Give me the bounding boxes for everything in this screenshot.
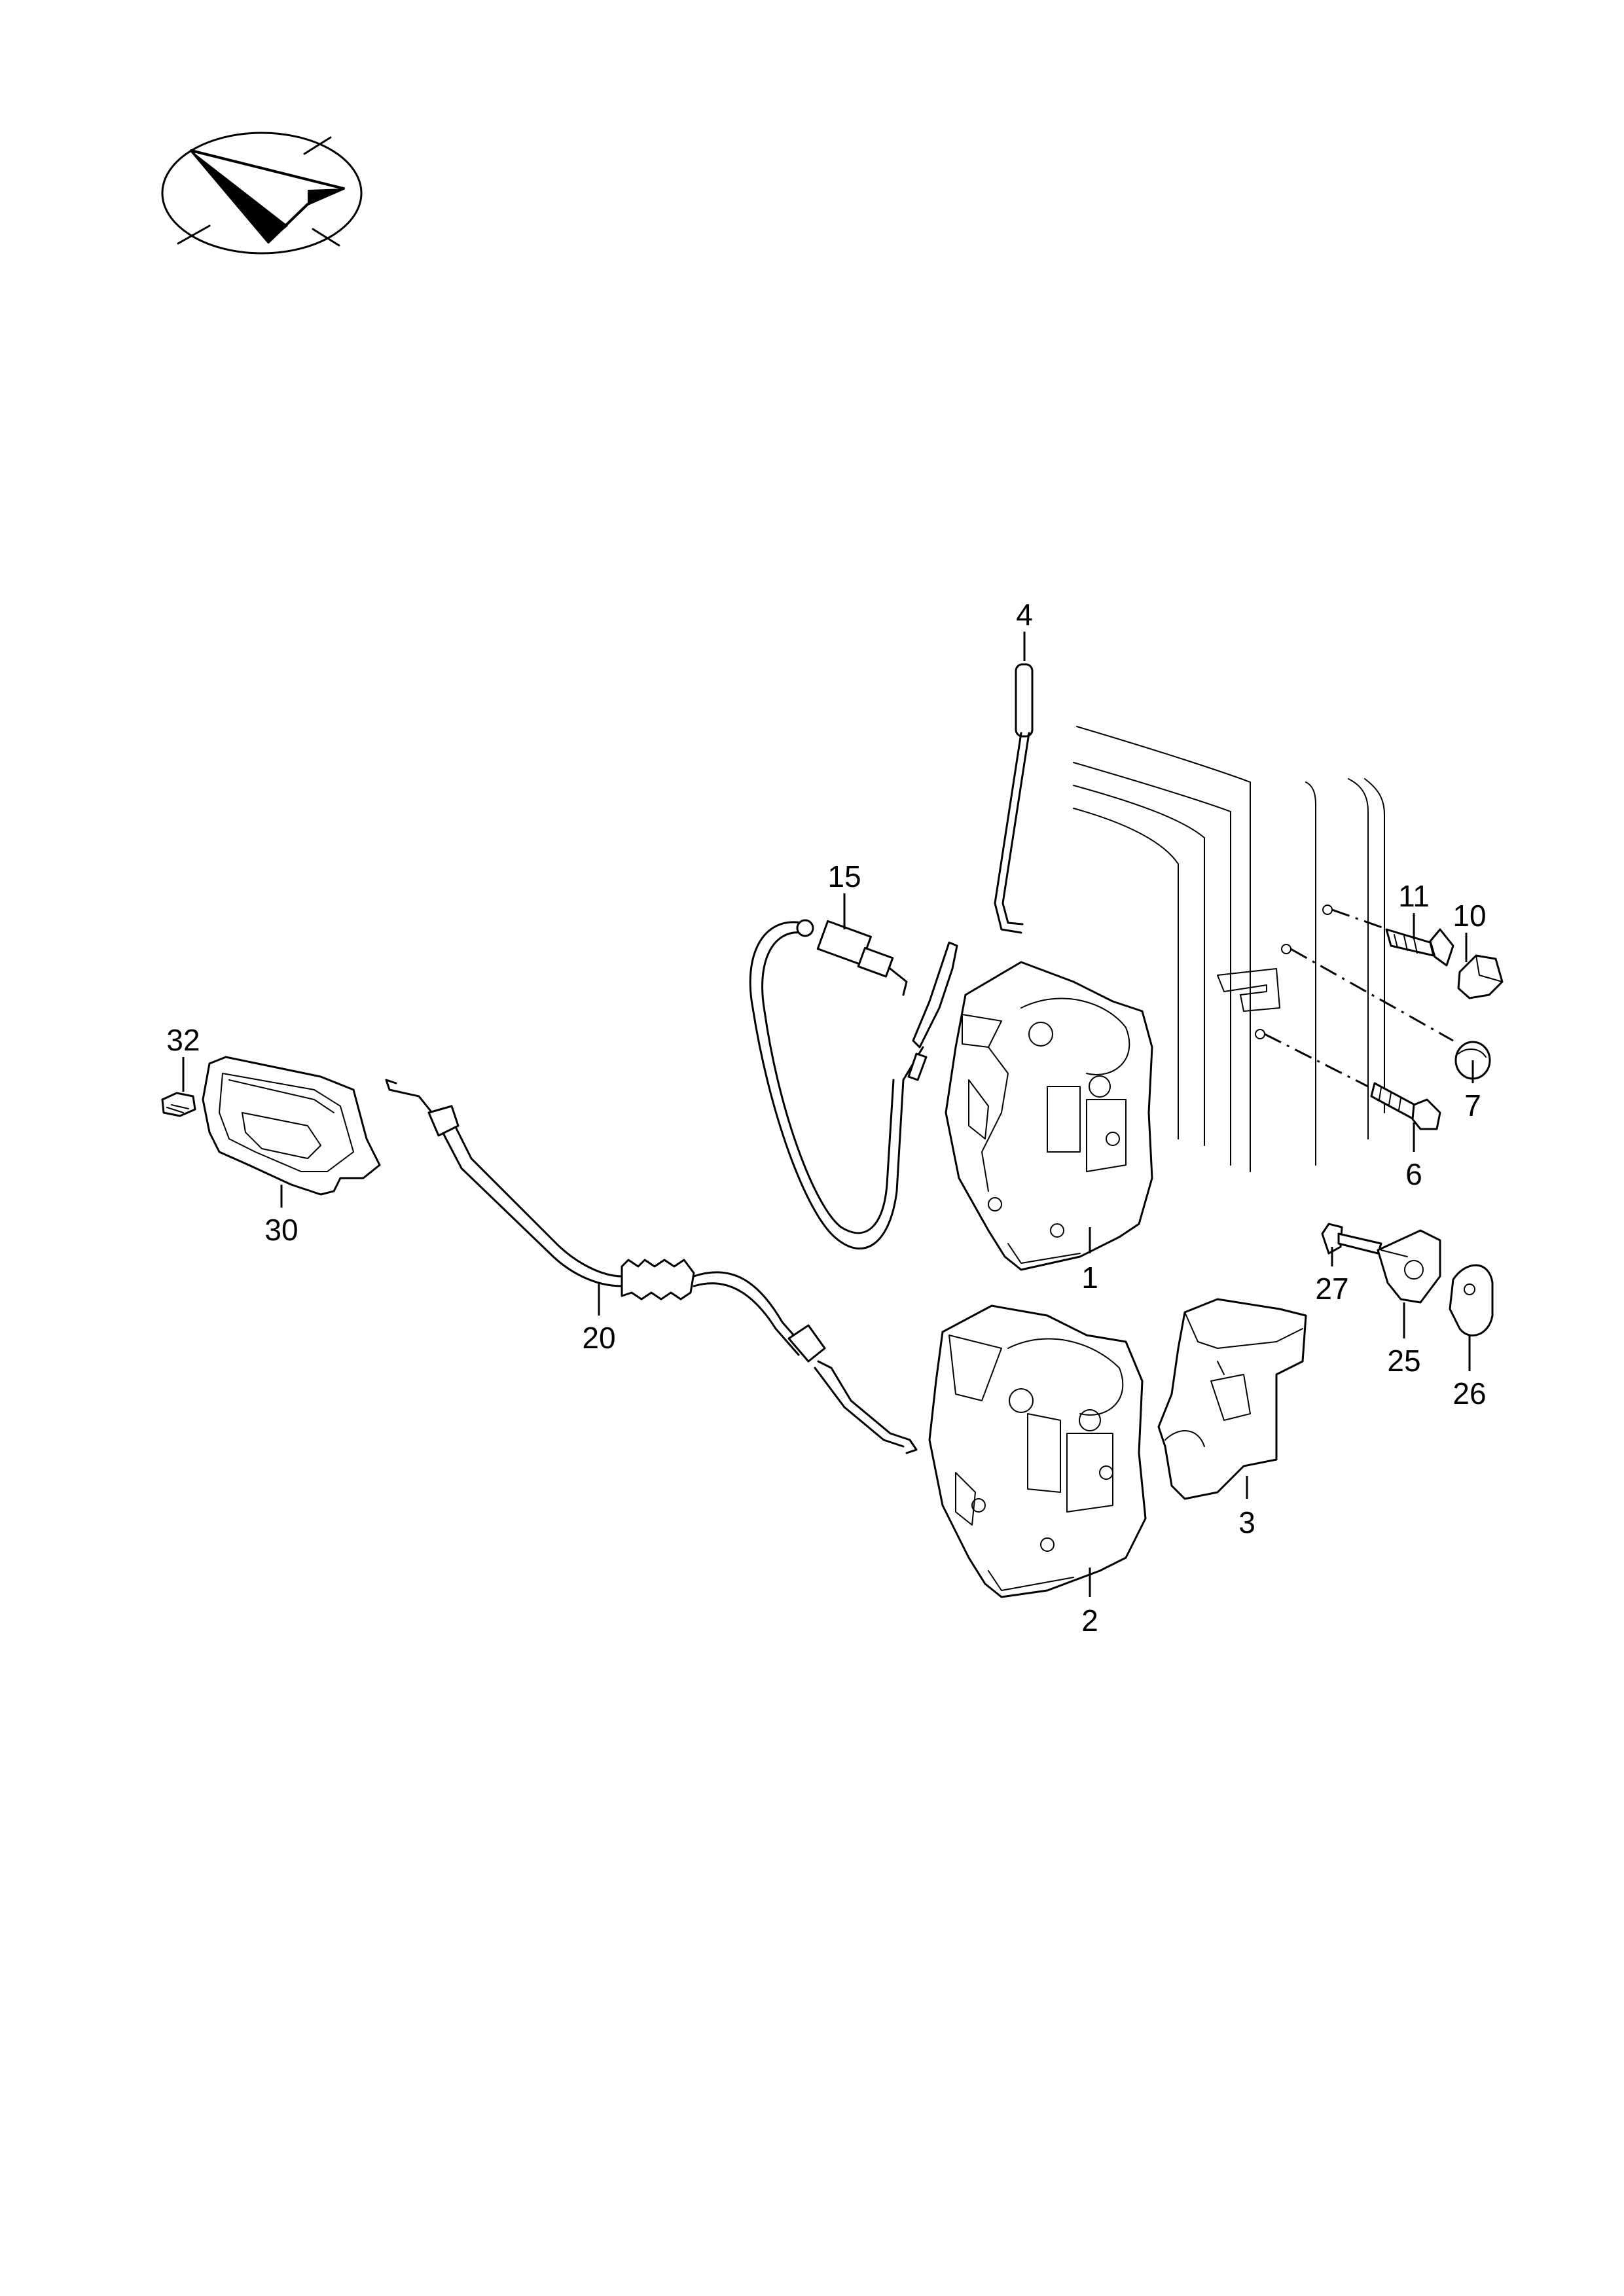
callout-10: 10 — [1453, 899, 1486, 933]
door-lock-lower — [928, 1304, 1147, 1598]
callout-25: 25 — [1387, 1344, 1420, 1378]
bolt-6 — [1370, 1082, 1441, 1130]
callout-27: 27 — [1315, 1272, 1348, 1306]
cap-10 — [1457, 954, 1504, 999]
callout-20: 20 — [582, 1321, 615, 1355]
lock-cover — [1157, 1298, 1307, 1500]
callout-3: 3 — [1238, 1505, 1255, 1539]
striker-bolt-27 — [1321, 1223, 1382, 1255]
callout-4: 4 — [1016, 598, 1033, 632]
callout-15: 15 — [827, 859, 861, 893]
callout-26: 26 — [1453, 1376, 1486, 1410]
callout-1: 1 — [1081, 1261, 1098, 1295]
callout-2: 2 — [1081, 1604, 1098, 1638]
striker-plate-25 — [1377, 1229, 1441, 1304]
callout-6: 6 — [1405, 1157, 1422, 1191]
callout-30: 30 — [264, 1213, 298, 1247]
bolt-11 — [1385, 928, 1454, 967]
callout-labels: 1 2 3 4 6 7 10 11 15 20 25 26 27 30 32 — [166, 598, 1486, 1638]
door-panel-outline — [1073, 726, 1385, 1172]
handle-cable — [385, 1079, 918, 1454]
lock-cable — [749, 919, 958, 1250]
lock-rod — [994, 663, 1034, 934]
inner-door-handle — [202, 1056, 381, 1196]
callout-32: 32 — [166, 1023, 200, 1057]
direction-arrow-icon — [161, 132, 363, 255]
handle-clip — [161, 1092, 196, 1117]
door-lock-upper — [945, 961, 1153, 1271]
striker-shim-26 — [1449, 1264, 1494, 1336]
callout-11: 11 — [1398, 879, 1430, 913]
leader-lines — [182, 632, 1474, 1597]
callout-7: 7 — [1464, 1088, 1481, 1122]
